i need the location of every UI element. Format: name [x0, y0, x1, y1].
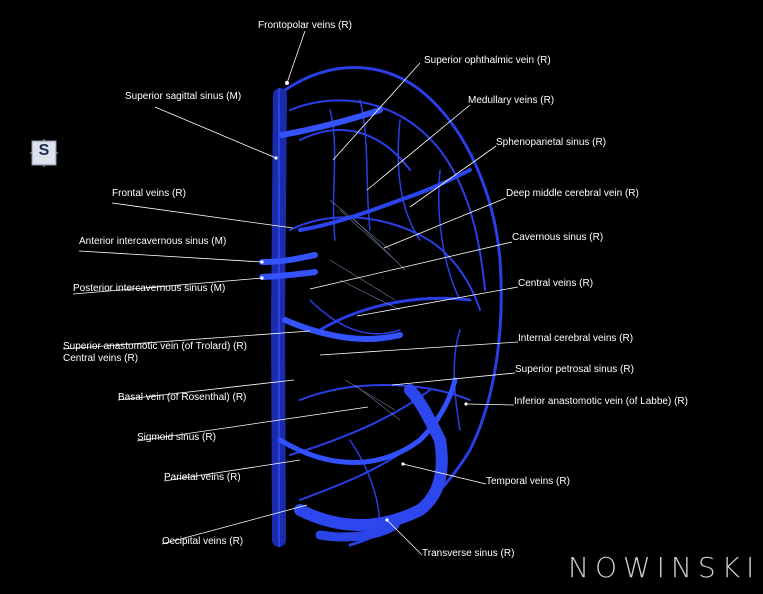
label-transverse-sinus: Transverse sinus (R) [422, 548, 515, 559]
leader-endpoints [260, 81, 468, 522]
major-sinuses [259, 88, 472, 547]
leader-lines [62, 30, 519, 556]
label-sigmoid-sinus: Sigmoid sinus (R) [137, 432, 216, 443]
orientation-marker[interactable]: S [18, 135, 70, 171]
label-basal-vein: Basal vein (of Rosenthal) (R) [118, 392, 247, 403]
label-posterior-intercavernous-sinus: Posterior intercavernous sinus (M) [73, 283, 226, 294]
label-deep-middle-cerebral-vein: Deep middle cerebral vein (R) [506, 188, 639, 199]
label-inferior-anastomotic-vein: Inferior anastomotic vein (of Labbe) (R) [514, 396, 688, 407]
label-frontal-veins: Frontal veins (R) [112, 188, 186, 199]
label-occipital-veins: Occipital veins (R) [162, 536, 244, 547]
label-superior-petrosal-sinus: Superior petrosal sinus (R) [515, 364, 634, 375]
label-parietal-veins: Parietal veins (R) [164, 472, 241, 483]
orientation-letter: S [38, 142, 50, 159]
label-superior-sagittal-sinus: Superior sagittal sinus (M) [125, 91, 242, 102]
label-anterior-intercavernous-sinus: Anterior intercavernous sinus (M) [79, 236, 227, 247]
label-internal-cerebral-veins: Internal cerebral veins (R) [518, 333, 634, 344]
superior-sagittal-sinus-shape [270, 88, 287, 547]
label-temporal-veins: Temporal veins (R) [486, 476, 570, 487]
label-central-veins-right: Central veins (R) [518, 278, 594, 289]
label-superior-ophthalmic-vein: Superior ophthalmic vein (R) [424, 55, 551, 66]
label-cavernous-sinus: Cavernous sinus (R) [512, 232, 604, 243]
label-sphenoparietal-sinus: Sphenoparietal sinus (R) [496, 137, 607, 148]
label-superior-anastomotic-vein: Superior anastomotic vein (of Trolard) (… [63, 341, 247, 352]
label-frontopolar-veins: Frontopolar veins (R) [258, 20, 352, 31]
nowinski-logo: NOWINSKI [568, 551, 761, 584]
label-central-veins-left: Central veins (R) [63, 353, 139, 364]
label-medullary-veins: Medullary veins (R) [468, 95, 555, 106]
